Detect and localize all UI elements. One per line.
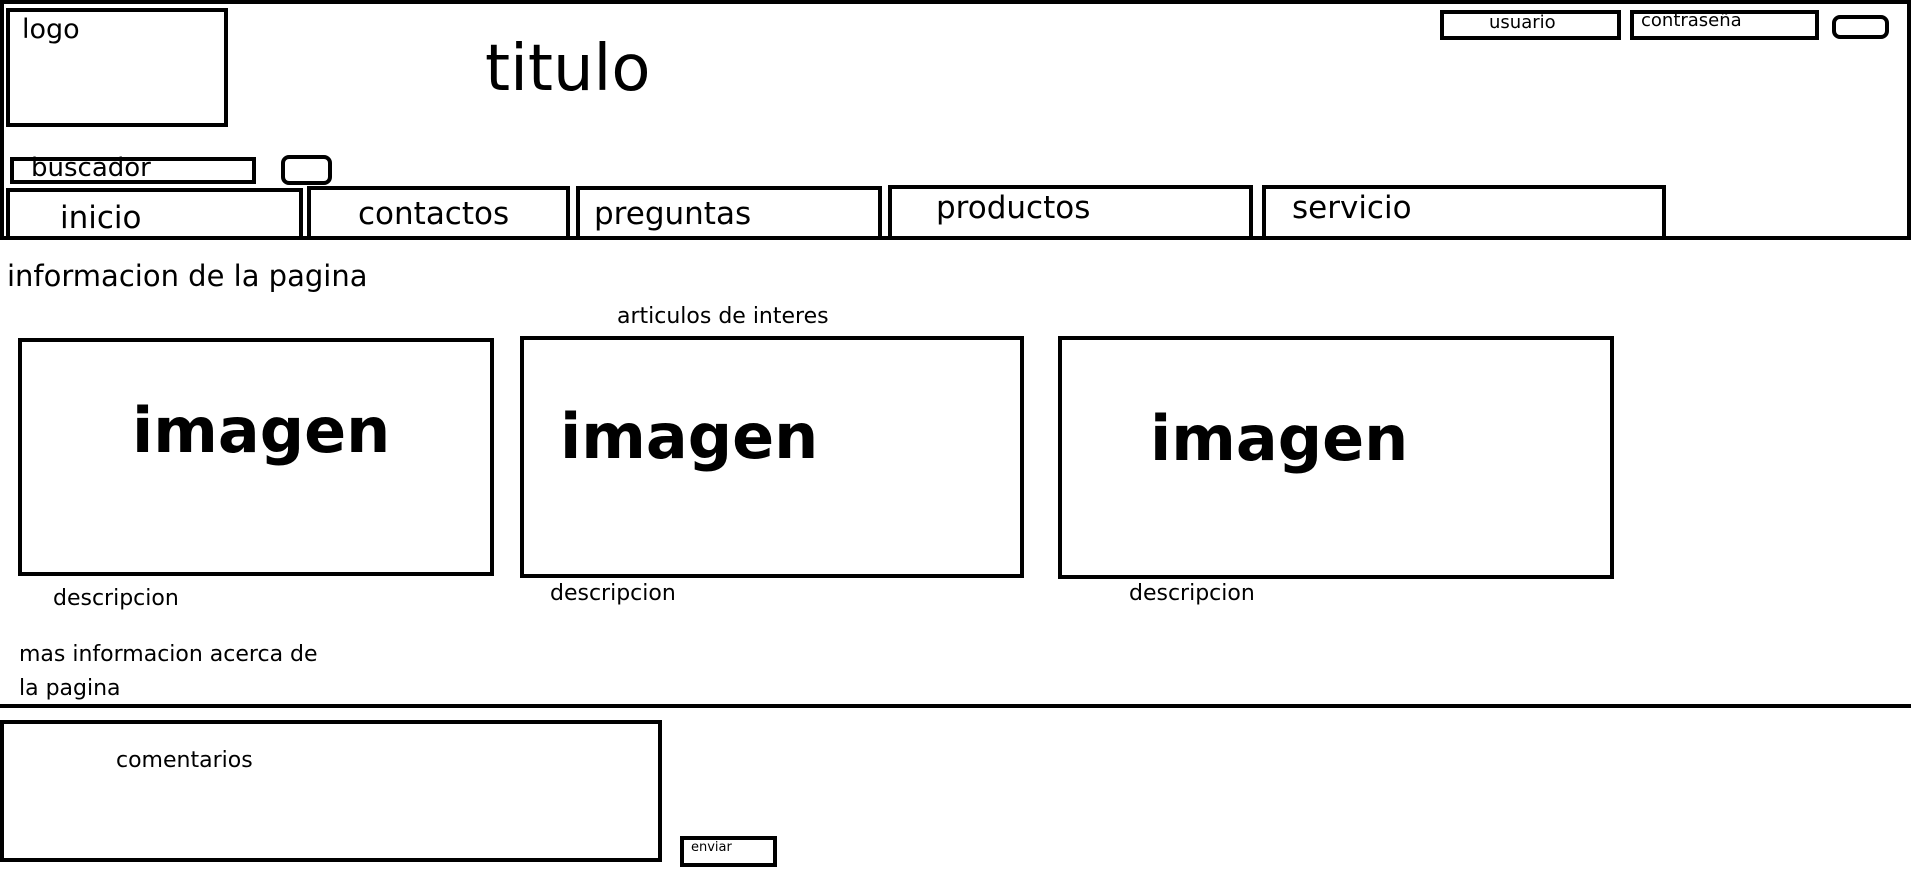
logo-label: logo: [22, 14, 80, 45]
search-input[interactable]: [10, 157, 256, 184]
article-image[interactable]: [520, 336, 1024, 578]
tab-productos[interactable]: [888, 185, 1253, 236]
article-description: descripcion: [53, 586, 179, 611]
send-button[interactable]: [680, 836, 777, 867]
tab-contactos-label: contactos: [358, 196, 510, 232]
article-image[interactable]: [1058, 336, 1614, 579]
article-description: descripcion: [1129, 581, 1255, 606]
logo[interactable]: [6, 8, 228, 127]
tab-preguntas[interactable]: [576, 186, 882, 236]
login-button[interactable]: [1832, 15, 1889, 39]
tab-inicio-label: inicio: [60, 200, 142, 236]
comments-label: comentarios: [116, 748, 253, 773]
article-image-label: imagen: [132, 394, 391, 467]
article-image[interactable]: [18, 338, 494, 576]
username-label: usuario: [1489, 12, 1556, 33]
tab-servicio[interactable]: [1262, 185, 1666, 236]
tab-preguntas-label: preguntas: [594, 196, 752, 232]
username-field[interactable]: [1440, 10, 1621, 40]
tab-servicio-label: servicio: [1292, 190, 1412, 226]
search-button[interactable]: [281, 155, 332, 185]
article-description: descripcion: [550, 581, 676, 606]
tab-inicio[interactable]: [6, 188, 303, 236]
tab-contactos[interactable]: [307, 186, 570, 236]
page-info-heading: informacion de la pagina: [7, 259, 368, 293]
article-image-label: imagen: [1150, 402, 1409, 475]
password-field[interactable]: [1630, 10, 1819, 40]
comments-textarea[interactable]: [0, 720, 662, 862]
search-label: buscador: [31, 153, 151, 183]
more-info-text: mas informacion acerca de la pagina: [19, 642, 318, 701]
page-title: titulo: [485, 32, 651, 106]
article-image-label: imagen: [560, 400, 819, 473]
tab-productos-label: productos: [936, 190, 1091, 226]
password-label: contraseña: [1641, 10, 1742, 31]
send-button-label: enviar: [691, 840, 732, 855]
header: [0, 0, 1911, 240]
divider: [0, 704, 1911, 708]
articles-heading: articulos de interes: [617, 304, 829, 329]
